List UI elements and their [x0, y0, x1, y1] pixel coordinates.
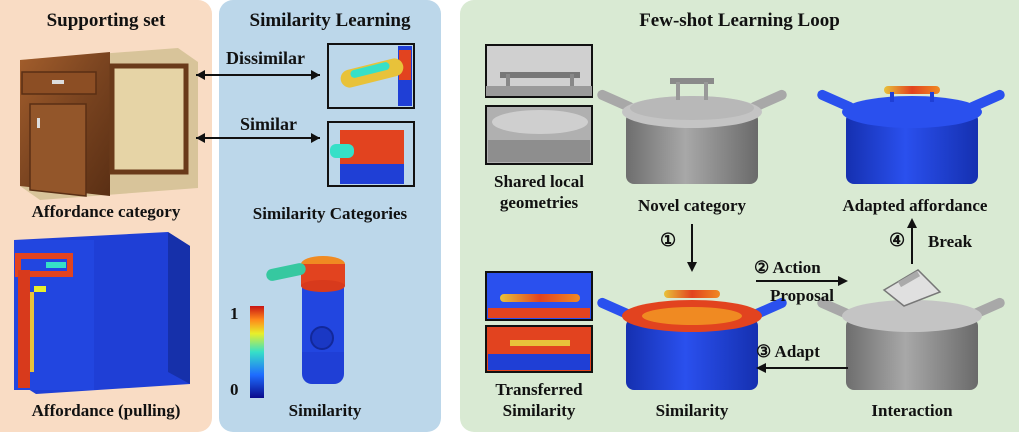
- affordance-cabinet-image: [14, 232, 190, 394]
- shared-local-label-2: geometries: [499, 193, 579, 212]
- cabinet-image: [20, 48, 198, 200]
- interaction-label: Interaction: [871, 401, 953, 420]
- transferred-label-2: Similarity: [502, 401, 576, 420]
- novel-category-pot-image: [597, 78, 787, 184]
- break-label: Break: [928, 232, 973, 251]
- transferred-bottom-image: [485, 325, 593, 373]
- shared-geometry-bottom-image: [485, 105, 593, 165]
- interaction-pot-image: [817, 269, 1005, 390]
- similarity-learning-title: Similarity Learning: [249, 10, 411, 31]
- adapted-affordance-label: Adapted affordance: [842, 196, 988, 215]
- step2b-label: Proposal: [770, 286, 834, 305]
- novel-category-label: Novel category: [637, 196, 747, 215]
- transferred-top-image: [485, 271, 593, 321]
- step3-label: ③ Adapt: [756, 342, 820, 361]
- similar-label: Similar: [240, 114, 297, 134]
- similarity-bottle-image: [266, 256, 345, 384]
- affordance-category-caption: Affordance category: [31, 202, 181, 221]
- loop-similarity-label: Similarity: [655, 401, 729, 420]
- similar-patch-image: [327, 121, 415, 187]
- supporting-set-title: Supporting set: [46, 10, 166, 31]
- step1-label: ①: [660, 230, 677, 250]
- colorbar-max-label: 1: [230, 304, 239, 323]
- colorbar: [250, 306, 264, 398]
- similarity-categories-label: Similarity Categories: [252, 204, 408, 223]
- shared-geometry-top-image: [485, 44, 593, 98]
- affordance-pulling-caption: Affordance (pulling): [31, 401, 181, 420]
- similarity-pot-image: [597, 290, 787, 390]
- dissimilar-label: Dissimilar: [226, 48, 305, 68]
- colorbar-min-label: 0: [230, 380, 239, 399]
- step2-label: ② Action: [754, 258, 821, 277]
- dissimilar-patch-image: [327, 43, 415, 109]
- similarity-label: Similarity: [288, 401, 362, 420]
- few-shot-loop-title: Few-shot Learning Loop: [639, 10, 840, 31]
- step4-label: ④: [889, 230, 906, 250]
- shared-local-label-1: Shared local: [494, 172, 584, 191]
- transferred-label-1: Transferred: [495, 380, 583, 399]
- adapted-affordance-pot-image: [817, 86, 1005, 184]
